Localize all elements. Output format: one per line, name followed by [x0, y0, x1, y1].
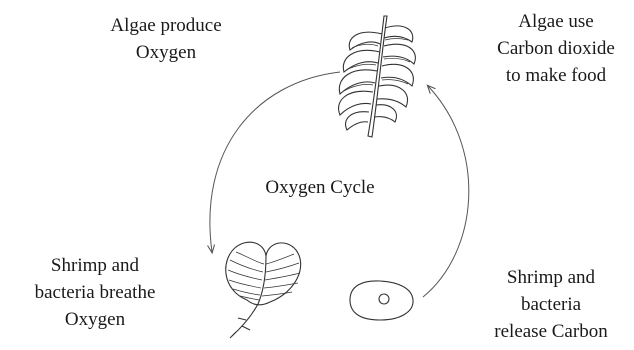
- label-shrimp-release: Shrimp and bacteria release Carbon: [470, 264, 632, 345]
- diagram-title: Oxygen Cycle: [250, 174, 390, 201]
- label-algae-use: Algae use Carbon dioxide to make food: [478, 8, 634, 89]
- label-shrimp-breathe: Shrimp and bacteria breathe Oxygen: [10, 252, 180, 333]
- label-algae-produce: Algae produce Oxygen: [86, 12, 246, 66]
